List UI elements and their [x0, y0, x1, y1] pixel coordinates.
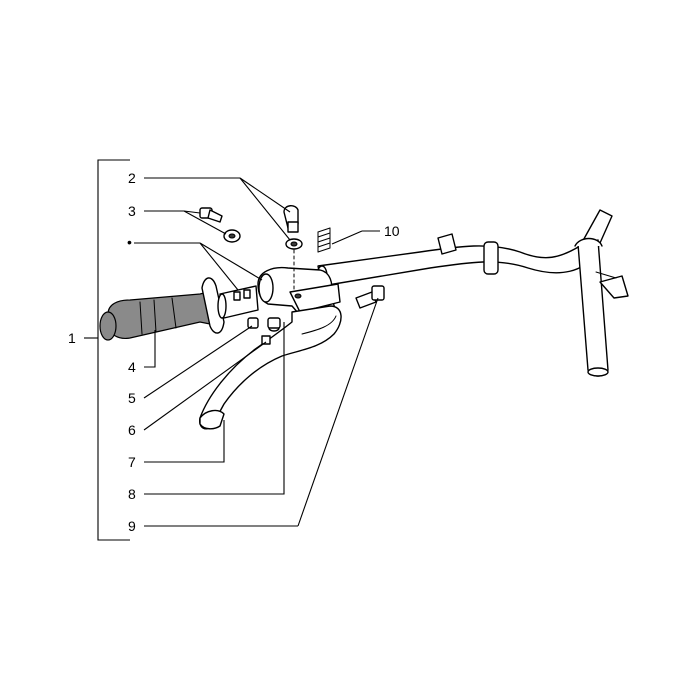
callout-labels: 1 2 3 • 4 5 6 7 8 9 10: [68, 170, 400, 534]
callout-7: 7: [128, 454, 136, 470]
callout-3: 3: [128, 203, 136, 219]
callout-5: 5: [128, 390, 136, 406]
assembly-bracket: [84, 159, 130, 541]
callout-9: 9: [128, 518, 136, 534]
callout-2: 2: [128, 170, 136, 186]
handlebar-tube: [316, 209, 629, 377]
callout-4: 4: [128, 359, 136, 375]
callout-6: 6: [128, 422, 136, 438]
callout-dot: •: [127, 234, 132, 250]
callout-1: 1: [68, 330, 76, 346]
leader-lines: [134, 177, 380, 527]
handle-grip: [99, 277, 259, 341]
callout-8: 8: [128, 486, 136, 502]
callout-10: 10: [384, 223, 400, 239]
